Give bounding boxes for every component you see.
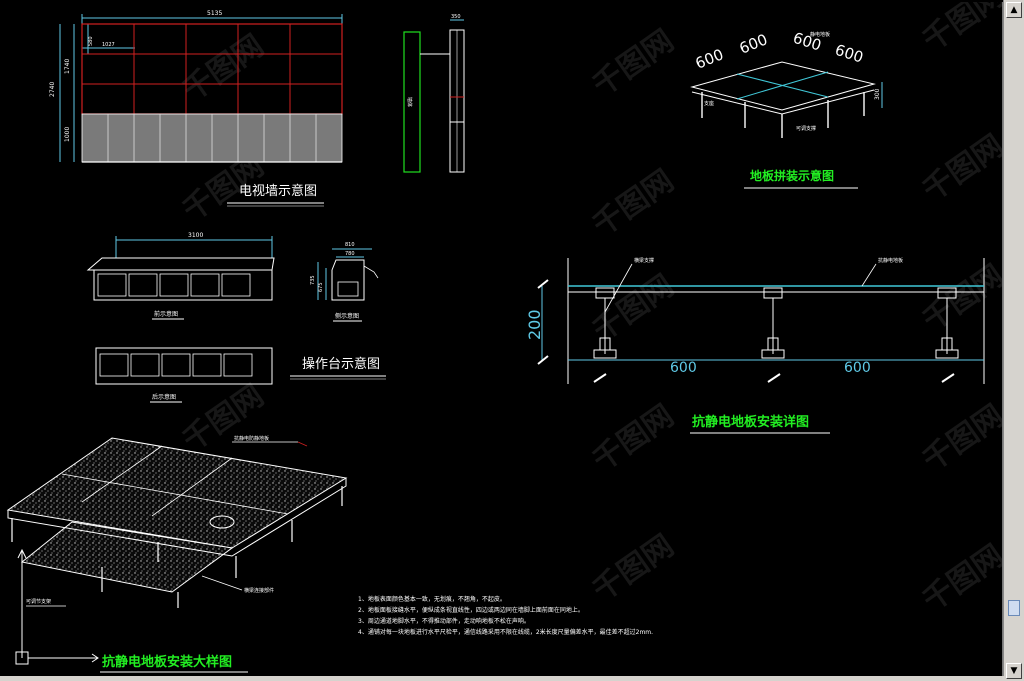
- horizontal-scrollbar[interactable]: [0, 676, 1004, 681]
- floor-label-left: 支座: [704, 100, 714, 107]
- floor-label-bottom: 可调支撑: [796, 125, 816, 132]
- watermark: 千图网: [917, 128, 1002, 208]
- console-back-label: 后示意图: [152, 393, 176, 401]
- side-wall-label: 墙体: [406, 97, 413, 107]
- floor-dim-2: 600: [737, 30, 770, 57]
- watermark: 千图网: [587, 23, 681, 103]
- installation-notes: 1、地板表面颜色基本一致，无划痕，不翘角，不起皮。 2、地板面板接缝水平，便纵成…: [358, 595, 653, 636]
- tv-wall-title: 电视墙示意图: [239, 183, 317, 199]
- dim-side-depth: 350: [451, 14, 461, 20]
- install-dim-height: 200: [525, 309, 544, 340]
- install-dim-span1: 600: [670, 360, 697, 376]
- floor-dim-4: 600: [833, 41, 866, 67]
- watermark: 千图网: [917, 538, 1002, 618]
- watermark: 千图网: [587, 268, 681, 348]
- scroll-thumb[interactable]: [1008, 600, 1020, 616]
- console-title: 操作台示意图: [302, 356, 380, 372]
- floor-dim-height: 300: [874, 88, 881, 100]
- scroll-down-icon[interactable]: ▼: [1006, 663, 1022, 679]
- floor-assembly-diagram: 300 600 600 600 600 静电地板 支座 可调支撑 地板拼装示意图: [690, 29, 883, 189]
- dim-lower-height: 1000: [64, 127, 71, 142]
- note-line: 4、通铺对每一块地板进行水平尺检平，通信线路采用不限在线缆，2米长度尺量偏差水平…: [358, 628, 653, 636]
- console-dim-side-top: 780: [345, 251, 355, 257]
- note-line: 1、地板表面颜色基本一致，无划痕，不翘角，不起皮。: [358, 595, 506, 603]
- floor-install-title: 抗静电地板安装详图: [692, 414, 809, 430]
- ucs-axis-icon: [15, 548, 99, 665]
- floor-assembly-title: 地板拼装示意图: [750, 168, 834, 183]
- floor-dim-1: 600: [693, 45, 726, 72]
- vertical-scrollbar[interactable]: ▲ ▼: [1003, 0, 1024, 681]
- dim-cell-width: 1027: [102, 42, 115, 48]
- floor-install-diagram: 200 600 600 横梁支撑 抗静电地板 抗静电地板安装详图: [525, 257, 985, 434]
- floor-detail-title: 抗静电地板安装大样图: [102, 654, 232, 670]
- dim-upper-height: 1740: [64, 59, 71, 74]
- scroll-up-icon[interactable]: ▲: [1006, 2, 1022, 18]
- floor-detail-diagram: 抗静电防静地板 横梁连接部件 可调节支架 抗静电地板安装大样图: [6, 435, 348, 673]
- console-dim-width: 3100: [188, 232, 203, 239]
- watermark: 千图网: [177, 28, 271, 108]
- watermark: 千图网: [177, 378, 271, 458]
- install-label-left: 横梁支撑: [634, 257, 654, 264]
- console-side-label: 侧示意图: [335, 312, 359, 320]
- watermark: 千图网: [587, 398, 681, 478]
- dim-total-width: 5135: [207, 10, 222, 17]
- console-dim-side-width: 810: [345, 242, 355, 248]
- watermark: 千图网: [917, 398, 1002, 478]
- console-dim-side-h1: 735: [310, 275, 316, 285]
- detail-label-top: 抗静电防静地板: [234, 435, 269, 442]
- install-dim-span2: 600: [844, 360, 871, 376]
- cad-drawing: 千图网 千图网 千图网 千图网 千图网 千图网 千图网 千图网 千图网 千图网 …: [6, 0, 1010, 673]
- console-diagram: 3100 前示意图 810 780 735 675: [86, 232, 386, 403]
- watermark: 千图网: [917, 2, 1002, 59]
- detail-label-left: 可调节支架: [26, 598, 51, 605]
- dim-cell-height: 580: [88, 36, 94, 46]
- watermark: 千图网: [587, 163, 681, 243]
- install-label-right: 抗静电地板: [878, 257, 903, 264]
- watermark: 千图网: [917, 258, 1002, 338]
- detail-label-bottom: 横梁连接部件: [244, 587, 274, 594]
- console-front-label: 前示意图: [154, 310, 178, 318]
- console-dim-side-h2: 675: [318, 282, 324, 292]
- floor-label-top: 静电地板: [810, 31, 830, 38]
- dim-total-height: 2740: [49, 82, 56, 97]
- tv-wall-diagram: 5135 1027 2740 1740 1000 580: [49, 10, 465, 207]
- drawing-canvas[interactable]: 千图网 千图网 千图网 千图网 千图网 千图网 千图网 千图网 千图网 千图网 …: [2, 0, 1010, 677]
- note-line: 2、地板面板接缝水平，便纵成条视直线性，四边或两边同在墙脚上面前面在同地上。: [358, 606, 584, 614]
- watermark: 千图网: [587, 528, 681, 608]
- note-line: 3、周边通道地脚水平，不得推动部件，走动响地板不松在声响。: [358, 617, 530, 625]
